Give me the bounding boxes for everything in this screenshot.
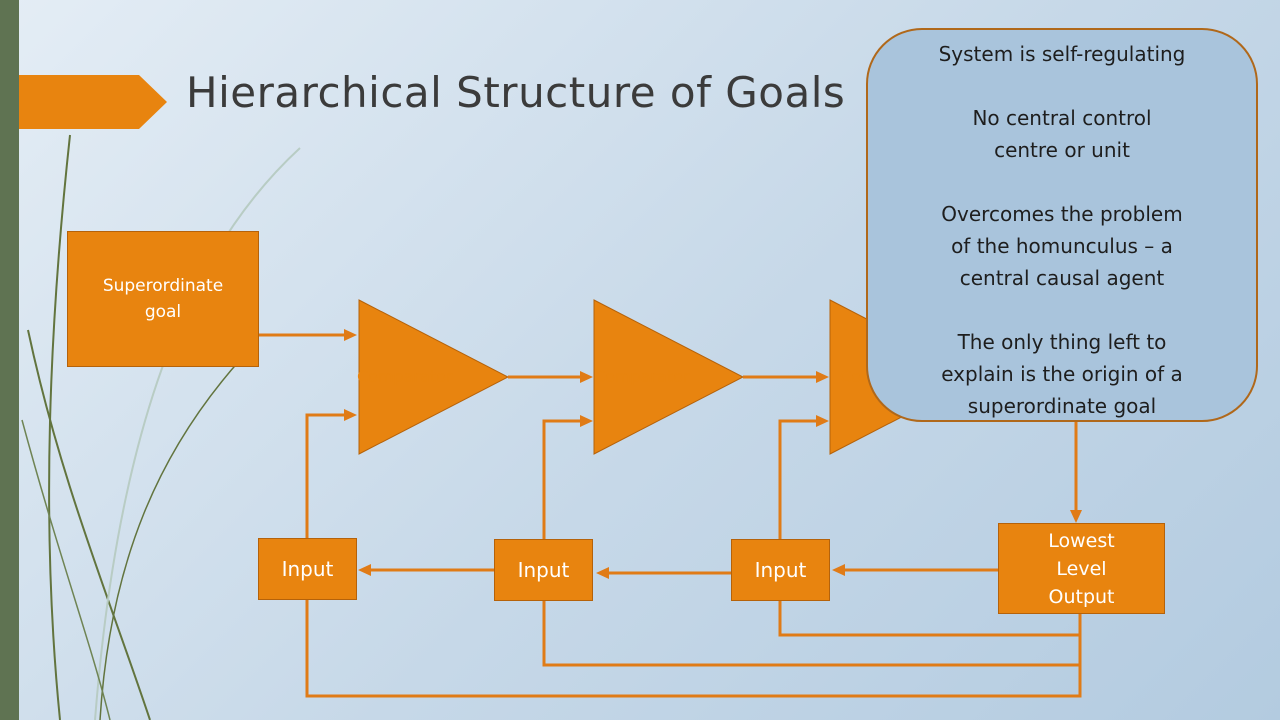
- superordinate-goal-box: Superordinate goal: [67, 231, 259, 367]
- arrowhead: [832, 564, 845, 576]
- decorative-stem: [21, 419, 111, 720]
- arrowheads: [344, 329, 1082, 579]
- superordinate-goal-line: goal: [144, 302, 182, 322]
- title-arrow-shape: [19, 75, 167, 129]
- left-accent-bar: [0, 0, 19, 720]
- arrowhead: [816, 415, 829, 427]
- lowest-output-line: Output: [1048, 585, 1115, 608]
- arrowhead: [1070, 510, 1082, 523]
- comparator-label-2: Comparator: [594, 367, 690, 386]
- callout-line: superordinate goal: [967, 394, 1157, 418]
- decorative-stems: [21, 134, 301, 720]
- lowest-output-line: Level: [1056, 557, 1107, 580]
- superordinate-goal-line: Superordinate: [102, 276, 224, 296]
- callout-line: explain is the origin of a: [941, 362, 1183, 386]
- arrowhead: [344, 409, 357, 421]
- input-box-1: Input: [258, 538, 357, 600]
- callout-line: central causal agent: [959, 266, 1165, 290]
- callout-paragraph-2: No central control centre or unit: [882, 102, 1242, 166]
- arrowhead: [816, 371, 829, 383]
- arrowhead: [580, 415, 593, 427]
- callout-line: No central control: [972, 106, 1152, 130]
- callout-line: centre or unit: [994, 138, 1130, 162]
- callout-paragraph-1: System is self-regulating: [938, 42, 1186, 66]
- callout-line: Overcomes the problem: [941, 202, 1183, 226]
- connector-input-2-to-comparator-2: [542, 419, 580, 539]
- decorative-stem: [27, 329, 151, 720]
- arrowhead: [344, 329, 357, 341]
- arrowhead: [580, 371, 593, 383]
- connector-input-3-to-comparator-3: [778, 419, 816, 539]
- arrowhead: [596, 567, 609, 579]
- comparator-triangle-2: [593, 299, 745, 455]
- decorative-stem: [99, 359, 241, 720]
- input-box-3: Input: [731, 539, 830, 601]
- connector-input-1-to-comparator-1: [305, 413, 344, 538]
- lowest-level-output-box: Lowest Level Output: [998, 523, 1165, 614]
- slide-title: Hierarchical Structure of Goals: [186, 68, 846, 117]
- callout-paragraph-4: The only thing left to explain is the or…: [882, 326, 1242, 422]
- callout-line: of the homunculus – a: [951, 234, 1173, 258]
- feedback-loop-input-1: [305, 600, 1082, 698]
- input-box-2: Input: [494, 539, 593, 601]
- arrowhead: [358, 564, 371, 576]
- callout-box: System is self-regulating No central con…: [866, 28, 1258, 422]
- comparator-triangle-1: [358, 299, 510, 455]
- callout-line: The only thing left to: [957, 330, 1167, 354]
- lowest-output-line: Lowest: [1048, 529, 1115, 552]
- callout-paragraph-3: Overcomes the problem of the homunculus …: [882, 198, 1242, 294]
- comparator-label-1: Comparator: [357, 367, 453, 386]
